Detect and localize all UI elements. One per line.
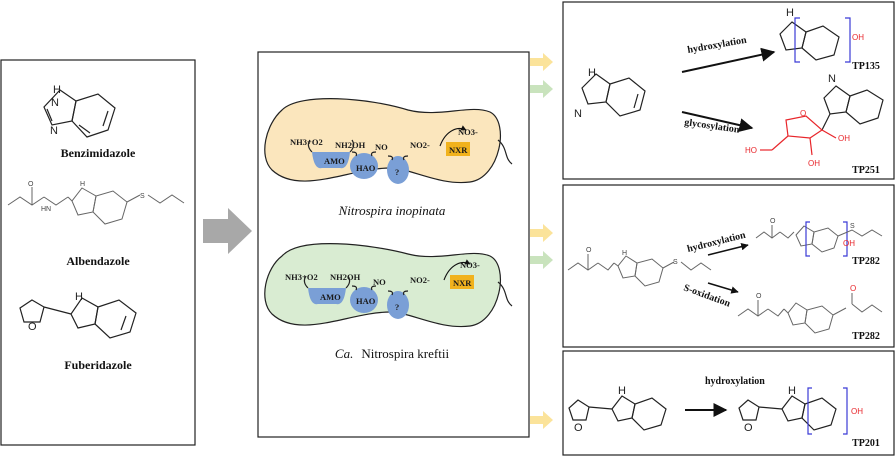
svg-text:?: ? bbox=[395, 167, 399, 177]
cell-kreftii bbox=[264, 243, 501, 328]
atom-o-tp282b: O bbox=[756, 293, 762, 300]
albendazole-products-panel: O H S hydroxylation S-oxidation OH O S T… bbox=[562, 184, 895, 348]
albendazole-label: Albendazole bbox=[66, 254, 130, 268]
atom-oh-tp251-b: OH bbox=[838, 134, 850, 143]
atom-o-carbonyl: O bbox=[28, 181, 34, 188]
amo-enzyme-1: AMO bbox=[307, 139, 355, 169]
product-tp282-b: TP282 bbox=[852, 331, 880, 342]
albendazole-structure: O HN H S bbox=[7, 181, 185, 225]
atom-o-fub-sub: O bbox=[574, 422, 583, 434]
green-arrow-icon bbox=[530, 80, 553, 98]
atom-h-fub-sub: H bbox=[618, 385, 626, 397]
product-tp135: TP135 bbox=[852, 61, 880, 72]
atom-n-sub: N bbox=[574, 108, 582, 120]
atom-n-bottom: N bbox=[50, 125, 58, 137]
atom-h-tp201: H bbox=[788, 385, 796, 397]
unknown-enzyme-2: ? bbox=[387, 290, 409, 319]
svg-text:AMO: AMO bbox=[320, 292, 341, 302]
atom-o-tp201: O bbox=[744, 422, 753, 434]
chem-nh3-o2-1: NH3+O2 bbox=[290, 137, 323, 147]
atom-ho-tp251: HO bbox=[745, 146, 757, 155]
atom-o-ring: O bbox=[800, 109, 806, 118]
benzimidazole-products-panel: H N hydroxylation glycosylation OH H TP1… bbox=[562, 1, 895, 180]
chem-nh2oh-1: NH2OH bbox=[335, 140, 366, 150]
svg-text:HAO: HAO bbox=[356, 296, 376, 306]
green-arrow-icon bbox=[530, 251, 553, 269]
atom-n-top: N bbox=[51, 97, 59, 109]
atom-nh: H bbox=[53, 84, 61, 96]
atom-h-sub: H bbox=[588, 67, 596, 79]
atom-s-albendazole: S bbox=[140, 193, 145, 200]
chem-no-2: NO bbox=[373, 277, 386, 287]
unknown-enzyme-1: ? bbox=[387, 155, 409, 184]
atom-hn-albendazole: HN bbox=[41, 206, 51, 213]
fuberidazole-structure: H O bbox=[19, 291, 137, 339]
svg-text:AMO: AMO bbox=[324, 156, 345, 166]
atom-oh-tp282: OH bbox=[843, 239, 855, 248]
atom-h-fuberidazole: H bbox=[75, 291, 83, 303]
organism-kreftii-label: Ca. Nitrospira kreftii bbox=[335, 345, 450, 362]
chem-no3-1: NO3- bbox=[458, 127, 478, 137]
hao-enzyme-1: HAO bbox=[350, 151, 378, 179]
nxr-enzyme-1: NXR bbox=[439, 125, 470, 156]
atom-h-albendazole: H bbox=[80, 181, 85, 188]
organisms-panel: NH3+O2 NH2OH NO NO2- NO3- AMO HAO ? NXR … bbox=[257, 51, 530, 438]
svg-text:NXR: NXR bbox=[449, 145, 468, 155]
organism-inopinata-label: Nitrospira inopinata bbox=[338, 203, 446, 218]
gray-arrow-icon bbox=[203, 208, 252, 254]
benzimidazole-label: Benzimidazole bbox=[61, 146, 136, 160]
svg-text:NXR: NXR bbox=[453, 278, 472, 288]
yellow-arrow-icon bbox=[530, 224, 553, 242]
atom-s-alb-sub: S bbox=[673, 259, 678, 266]
svg-text:Ca. Nitrospira kreftii: Ca. Nitrospira kreftii bbox=[335, 345, 450, 362]
atom-s-tp282a: S bbox=[850, 223, 855, 230]
atom-o-furan: O bbox=[28, 321, 37, 333]
atom-oh-tp251-a: OH bbox=[808, 159, 820, 168]
fuberidazole-label: Fuberidazole bbox=[64, 358, 132, 372]
reaction-hydroxylation-3: hydroxylation bbox=[705, 376, 765, 387]
yellow-arrow-icon bbox=[530, 411, 553, 429]
atom-o-sulfoxide: O bbox=[850, 284, 856, 293]
chem-nh2oh-2: NH2OH bbox=[330, 272, 361, 282]
chem-nh3-o2-2: NH3+O2 bbox=[285, 272, 318, 282]
atom-n-tp251: N bbox=[828, 73, 836, 85]
hao-enzyme-2: HAO bbox=[350, 285, 378, 313]
chem-no2-1: NO2- bbox=[410, 140, 430, 150]
atom-oh-tp135: OH bbox=[852, 33, 864, 42]
compounds-panel: H N N Benzimidazole O HN H S Albendazole… bbox=[0, 59, 196, 446]
pastel-arrows bbox=[530, 53, 553, 429]
benzimidazole-structure: H N N bbox=[43, 84, 116, 138]
atom-h-alb-sub: H bbox=[622, 250, 627, 257]
product-tp251: TP251 bbox=[852, 165, 880, 176]
product-tp282-a: TP282 bbox=[852, 256, 880, 267]
yellow-arrow-icon bbox=[530, 53, 553, 71]
amo-enzyme-2: AMO bbox=[303, 275, 351, 305]
nxr-enzyme-2: NXR bbox=[443, 259, 474, 289]
atom-oh-tp201: OH bbox=[851, 407, 863, 416]
atom-o-tp282a: O bbox=[770, 218, 776, 225]
svg-text:?: ? bbox=[395, 302, 399, 312]
chem-no2-2: NO2- bbox=[410, 275, 430, 285]
fuberidazole-products-panel: H O hydroxylation OH H O TP201 bbox=[562, 350, 895, 456]
svg-text:HAO: HAO bbox=[356, 163, 376, 173]
atom-o-alb-sub: O bbox=[586, 247, 592, 254]
product-tp201: TP201 bbox=[852, 438, 880, 449]
atom-h-tp135: H bbox=[786, 7, 794, 19]
chem-no-1: NO bbox=[375, 142, 388, 152]
chem-no3-2: NO3- bbox=[460, 260, 480, 270]
